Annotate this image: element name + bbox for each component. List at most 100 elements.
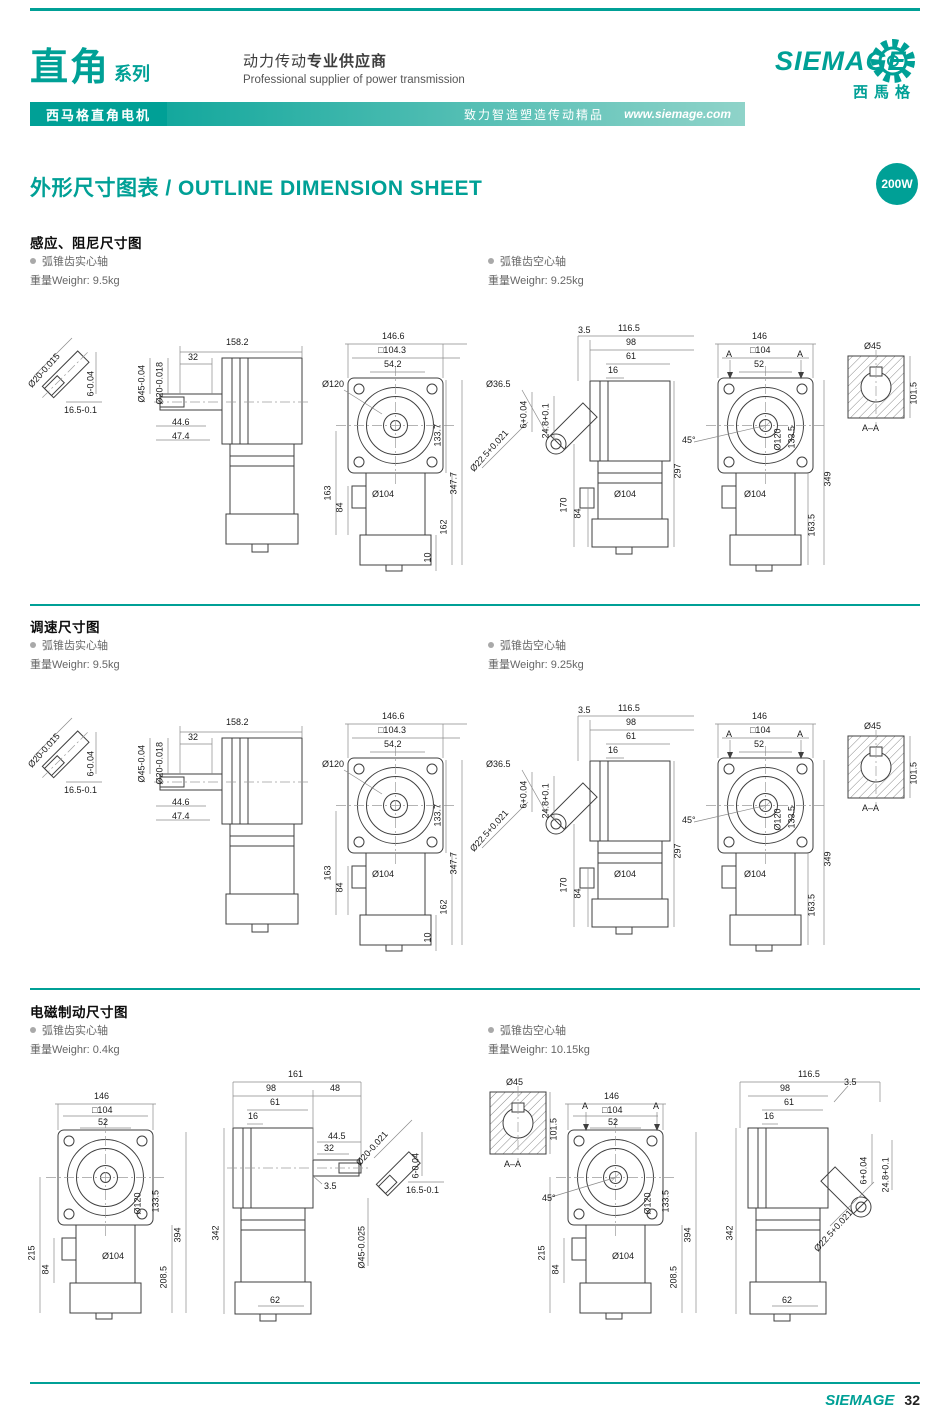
dimension-label: 6+0.04 xyxy=(858,1156,869,1185)
dimension-label: 6-0.04 xyxy=(85,370,96,397)
dimension-label: Ø45 xyxy=(864,341,882,351)
section-title: 感应、阻尼尺寸图 xyxy=(30,236,142,251)
dimension-label: 161 xyxy=(288,1069,304,1079)
weight-label: 重量Weighr: 0.4kg xyxy=(30,1044,120,1056)
dimension-label: 45° xyxy=(542,1193,556,1203)
dimension-label: 170 xyxy=(558,877,569,893)
dimension-label: 16 xyxy=(608,365,619,375)
dimension-label: 52 xyxy=(754,359,765,369)
dimension-label: A xyxy=(726,349,733,359)
dimension-label: Ø120 xyxy=(772,808,783,831)
shaft-col-left: 弧锥齿实心轴 重量Weighr: 0.4kg xyxy=(30,1022,120,1057)
brake-hollow-front-view xyxy=(547,1103,697,1320)
dimension-label: Ø104 xyxy=(614,489,637,499)
dimension-label: 62 xyxy=(782,1295,793,1305)
bullet-icon xyxy=(488,1027,494,1033)
dimension-label: 16 xyxy=(608,745,619,755)
brake-hollow-side-view xyxy=(735,1081,893,1322)
series-suffix: 系列 xyxy=(114,64,151,84)
dimension-label: 101.5 xyxy=(548,1117,559,1141)
dimension-label: A xyxy=(797,349,804,359)
dimension-label: 215 xyxy=(26,1245,37,1261)
dimension-label: A–A xyxy=(862,803,880,813)
dimension-label: Ø120 xyxy=(642,1192,653,1215)
brand-wordmark: SIEMAGE xyxy=(775,46,907,76)
product-line-label: 西马格直角电机 xyxy=(30,102,168,126)
dimension-label: Ø104 xyxy=(372,489,395,499)
dimension-label: 47.4 xyxy=(172,811,190,821)
dimension-label: 349 xyxy=(822,851,833,867)
shaft-type-label: 弧锥齿实心轴 xyxy=(42,1025,108,1037)
weight-label: 重量Weighr: 9.25kg xyxy=(488,275,584,287)
solid-side-view xyxy=(149,346,308,553)
dimension-label: Ø120 xyxy=(132,1192,143,1215)
dimension-label: 163.5 xyxy=(806,893,817,917)
dimension-label: 32 xyxy=(188,732,199,742)
dimension-label: A xyxy=(653,1101,660,1111)
shaft-col-left: 弧锥齿实心轴 重量Weighr: 9.5kg xyxy=(30,637,120,672)
section-aa-detail xyxy=(489,1086,551,1160)
section-aa-detail xyxy=(847,350,911,424)
power-badge: 200W xyxy=(876,163,918,205)
dimension-label: Ø45-0.025 xyxy=(356,1225,367,1269)
dimension-label: 61 xyxy=(626,351,637,361)
dimension-label: A xyxy=(726,729,733,739)
weight-label: 重量Weighr: 9.5kg xyxy=(30,659,120,671)
series-title: 直角 xyxy=(30,47,111,89)
dimension-label: 24.8+0.1 xyxy=(540,783,551,819)
dimension-label: 116.5 xyxy=(618,703,640,713)
dimension-label: Ø45 xyxy=(864,721,882,731)
slogan-block: 动力传动专业供应商 Professional supplier of power… xyxy=(243,50,465,86)
dimension-label: 98 xyxy=(626,337,637,347)
dimension-label: 347.7 xyxy=(448,851,459,875)
dimension-label: 133.5 xyxy=(660,1189,671,1213)
gear-icon xyxy=(871,39,915,83)
dimension-label: 10 xyxy=(422,932,433,943)
dimension-label: Ø104 xyxy=(614,869,637,879)
dimension-label: A xyxy=(797,729,804,739)
logo-block: SIEMAGE 西馬格 xyxy=(775,34,920,102)
dimension-label: 146 xyxy=(752,331,768,341)
dimension-label: 24.8+0.1 xyxy=(540,403,551,439)
dimension-label: 16.5-0.1 xyxy=(406,1185,440,1195)
section-divider xyxy=(30,988,920,990)
dimension-label: 133.5 xyxy=(786,425,797,449)
dimension-label: 208.5 xyxy=(158,1265,169,1289)
section-header-induction: 感应、阻尼尺寸图 弧锥齿实心轴 重量Weighr: 9.5kg 弧锥齿空心轴 重… xyxy=(30,232,920,292)
dimension-label: □104.3 xyxy=(378,345,406,355)
footer-rule xyxy=(30,1382,920,1384)
dimension-label: 16 xyxy=(764,1111,775,1121)
slogan-cn-bold: 专业供应商 xyxy=(307,53,388,70)
bar-slogan: 致力智造塑造传动精品 www.siemage.com xyxy=(167,102,745,126)
dimension-label: Ø104 xyxy=(612,1251,635,1261)
dimension-label: 297 xyxy=(672,463,683,479)
dimension-label: 297 xyxy=(672,843,683,859)
section-divider xyxy=(30,604,920,606)
dimension-label: 208.5 xyxy=(668,1265,679,1289)
dimension-label: 163 xyxy=(322,485,333,501)
dimension-label: 347.7 xyxy=(448,471,459,495)
page-title: 外形尺寸图表 / OUTLINE DIMENSION SHEET xyxy=(30,177,483,200)
slogan-en: Professional supplier of power transmiss… xyxy=(243,74,465,86)
dimension-label: Ø104 xyxy=(744,869,767,879)
dimension-label: 24.8+0.1 xyxy=(880,1157,891,1193)
shaft-type-label: 弧锥齿空心轴 xyxy=(500,256,566,268)
dimension-label: 44.6 xyxy=(172,797,190,807)
dimension-label: 146 xyxy=(752,711,768,721)
dimension-label: 349 xyxy=(822,471,833,487)
dimension-label: 44.6 xyxy=(172,417,190,427)
dimension-label: 52 xyxy=(98,1117,109,1127)
dimension-label: 98 xyxy=(626,717,637,727)
dimension-label: 98 xyxy=(266,1083,277,1093)
dimension-label: 52 xyxy=(608,1117,619,1127)
dimension-label: 6-0.04 xyxy=(85,750,96,777)
shaft-col-right: 弧锥齿空心轴 重量Weighr: 10.15kg xyxy=(488,1022,590,1057)
dimension-label: 6+0.04 xyxy=(518,780,529,809)
dimension-label: □104 xyxy=(750,345,771,355)
dimension-label: 61 xyxy=(626,731,637,741)
dimension-label: 61 xyxy=(784,1097,795,1107)
dimension-label: 101.5 xyxy=(908,381,919,405)
